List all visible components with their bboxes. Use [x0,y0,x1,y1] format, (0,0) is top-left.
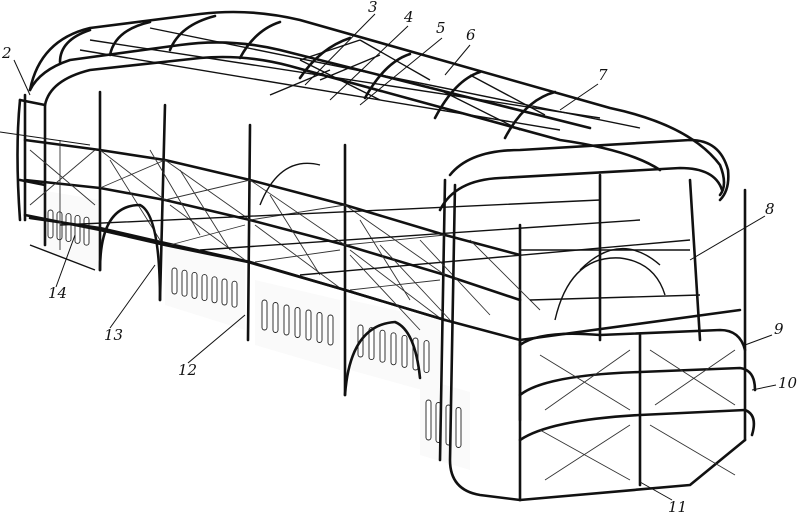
callout-2: 2 [1,44,12,62]
front-end-frame [448,173,757,502]
side-skirt-panels [40,190,470,470]
floor-frame [23,199,742,422]
vent-slot [294,307,301,338]
vent-slot [261,299,268,331]
vent-slot [425,399,432,441]
leader-lines [0,13,777,501]
callout-12: 12 [178,361,197,379]
vent-slot [181,269,188,297]
callout-3: 3 [368,0,378,16]
callout-11: 11 [668,498,687,516]
vent-slot [455,407,462,448]
vent-slot [171,267,178,295]
vent-slot [211,276,218,304]
wheel-arches [98,162,666,397]
vent-slot [379,329,386,363]
vent-slot [231,280,238,308]
callout-4: 4 [403,8,414,26]
vent-slot [316,312,323,343]
vent-slot [74,214,81,244]
callout-10: 10 [778,374,798,392]
vent-slot [47,209,54,239]
vent-slot [221,278,228,306]
callout-8: 8 [765,200,775,218]
callout-9: 9 [774,320,784,338]
side-truss-bracing [99,149,446,319]
vent-slot [56,211,63,241]
vent-slot [305,309,312,341]
vent-slot [65,213,72,243]
vent-slot [327,314,334,346]
vent-slot [272,302,279,333]
callout-6: 6 [466,26,476,44]
vent-slot [283,304,290,336]
vent-slot [423,340,430,374]
rear-end-frame [16,98,96,271]
callout-14: 14 [48,284,67,302]
vent-slot [201,274,208,302]
callout-7: 7 [598,66,608,84]
vent-slot [390,332,397,366]
vent-slot [368,327,375,361]
callout-5: 5 [436,19,446,37]
vent-slot [401,334,408,368]
vent-slot [83,216,90,246]
callout-13: 13 [104,326,123,344]
vent-slot [191,271,198,299]
roof-frame [28,10,730,212]
